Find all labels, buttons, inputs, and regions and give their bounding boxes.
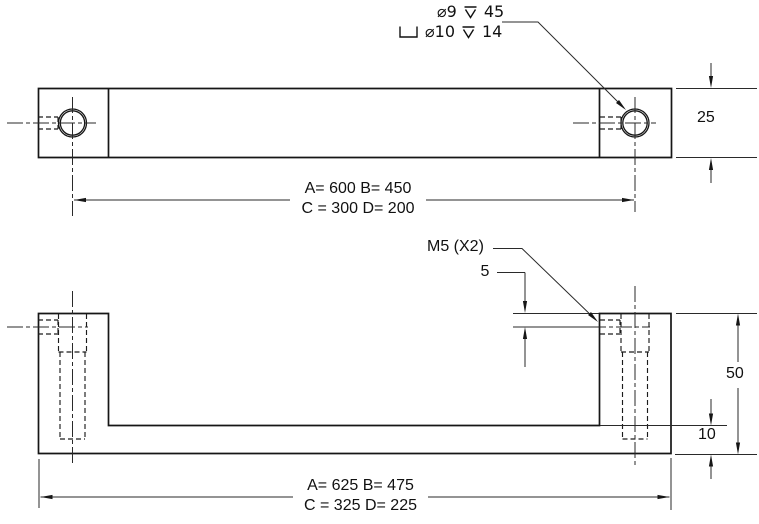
hidden-side-hole-right — [600, 116, 622, 130]
base-thickness-dim-label: 10 — [698, 426, 716, 443]
front-view — [7, 286, 672, 465]
hidden-side-hole-left — [38, 116, 59, 130]
top-view-step-edges — [107, 88, 601, 158]
depth-value: 45 — [483, 2, 505, 21]
overall-length-dim-line2: C = 325 D= 225 — [304, 497, 417, 514]
diameter-label: ⌀9 — [437, 2, 457, 21]
depth-value: 14 — [482, 22, 503, 41]
hole-callout-line1: ⌀9 45 — [437, 2, 504, 21]
hole-callout-line2: ⌀10 14 — [397, 22, 502, 41]
hole-offset-dim-label: 5 — [480, 263, 490, 280]
front-view-outline — [37, 312, 672, 455]
depth-icon — [464, 5, 477, 19]
front-view-centerlines — [7, 286, 650, 465]
thickness-dim-label: 25 — [697, 109, 715, 126]
diameter-label: ⌀10 — [425, 22, 455, 41]
height-dim-label: 50 — [726, 365, 744, 382]
hole-spacing-dim-line1: A= 600 B= 450 — [304, 180, 412, 197]
hole-spacing-dim-line2: C = 300 D= 200 — [301, 200, 415, 217]
top-view-outline — [37, 87, 673, 159]
top-view-centerlines — [7, 97, 656, 216]
thread-callout-label: M5 (X2) — [427, 238, 484, 255]
top-view-dimensions — [74, 21, 757, 203]
overall-length-dim-line1: A= 625 B= 475 — [307, 477, 414, 494]
front-view-dimensions — [38, 248, 757, 510]
hidden-holes-left-leg — [38, 314, 88, 440]
counterbore-icon — [399, 26, 418, 38]
callout-leader-line — [502, 21, 625, 109]
m5-leader-line — [493, 248, 597, 321]
top-view — [7, 87, 673, 216]
hidden-holes-right-leg — [600, 314, 650, 440]
depth-icon — [462, 25, 475, 39]
